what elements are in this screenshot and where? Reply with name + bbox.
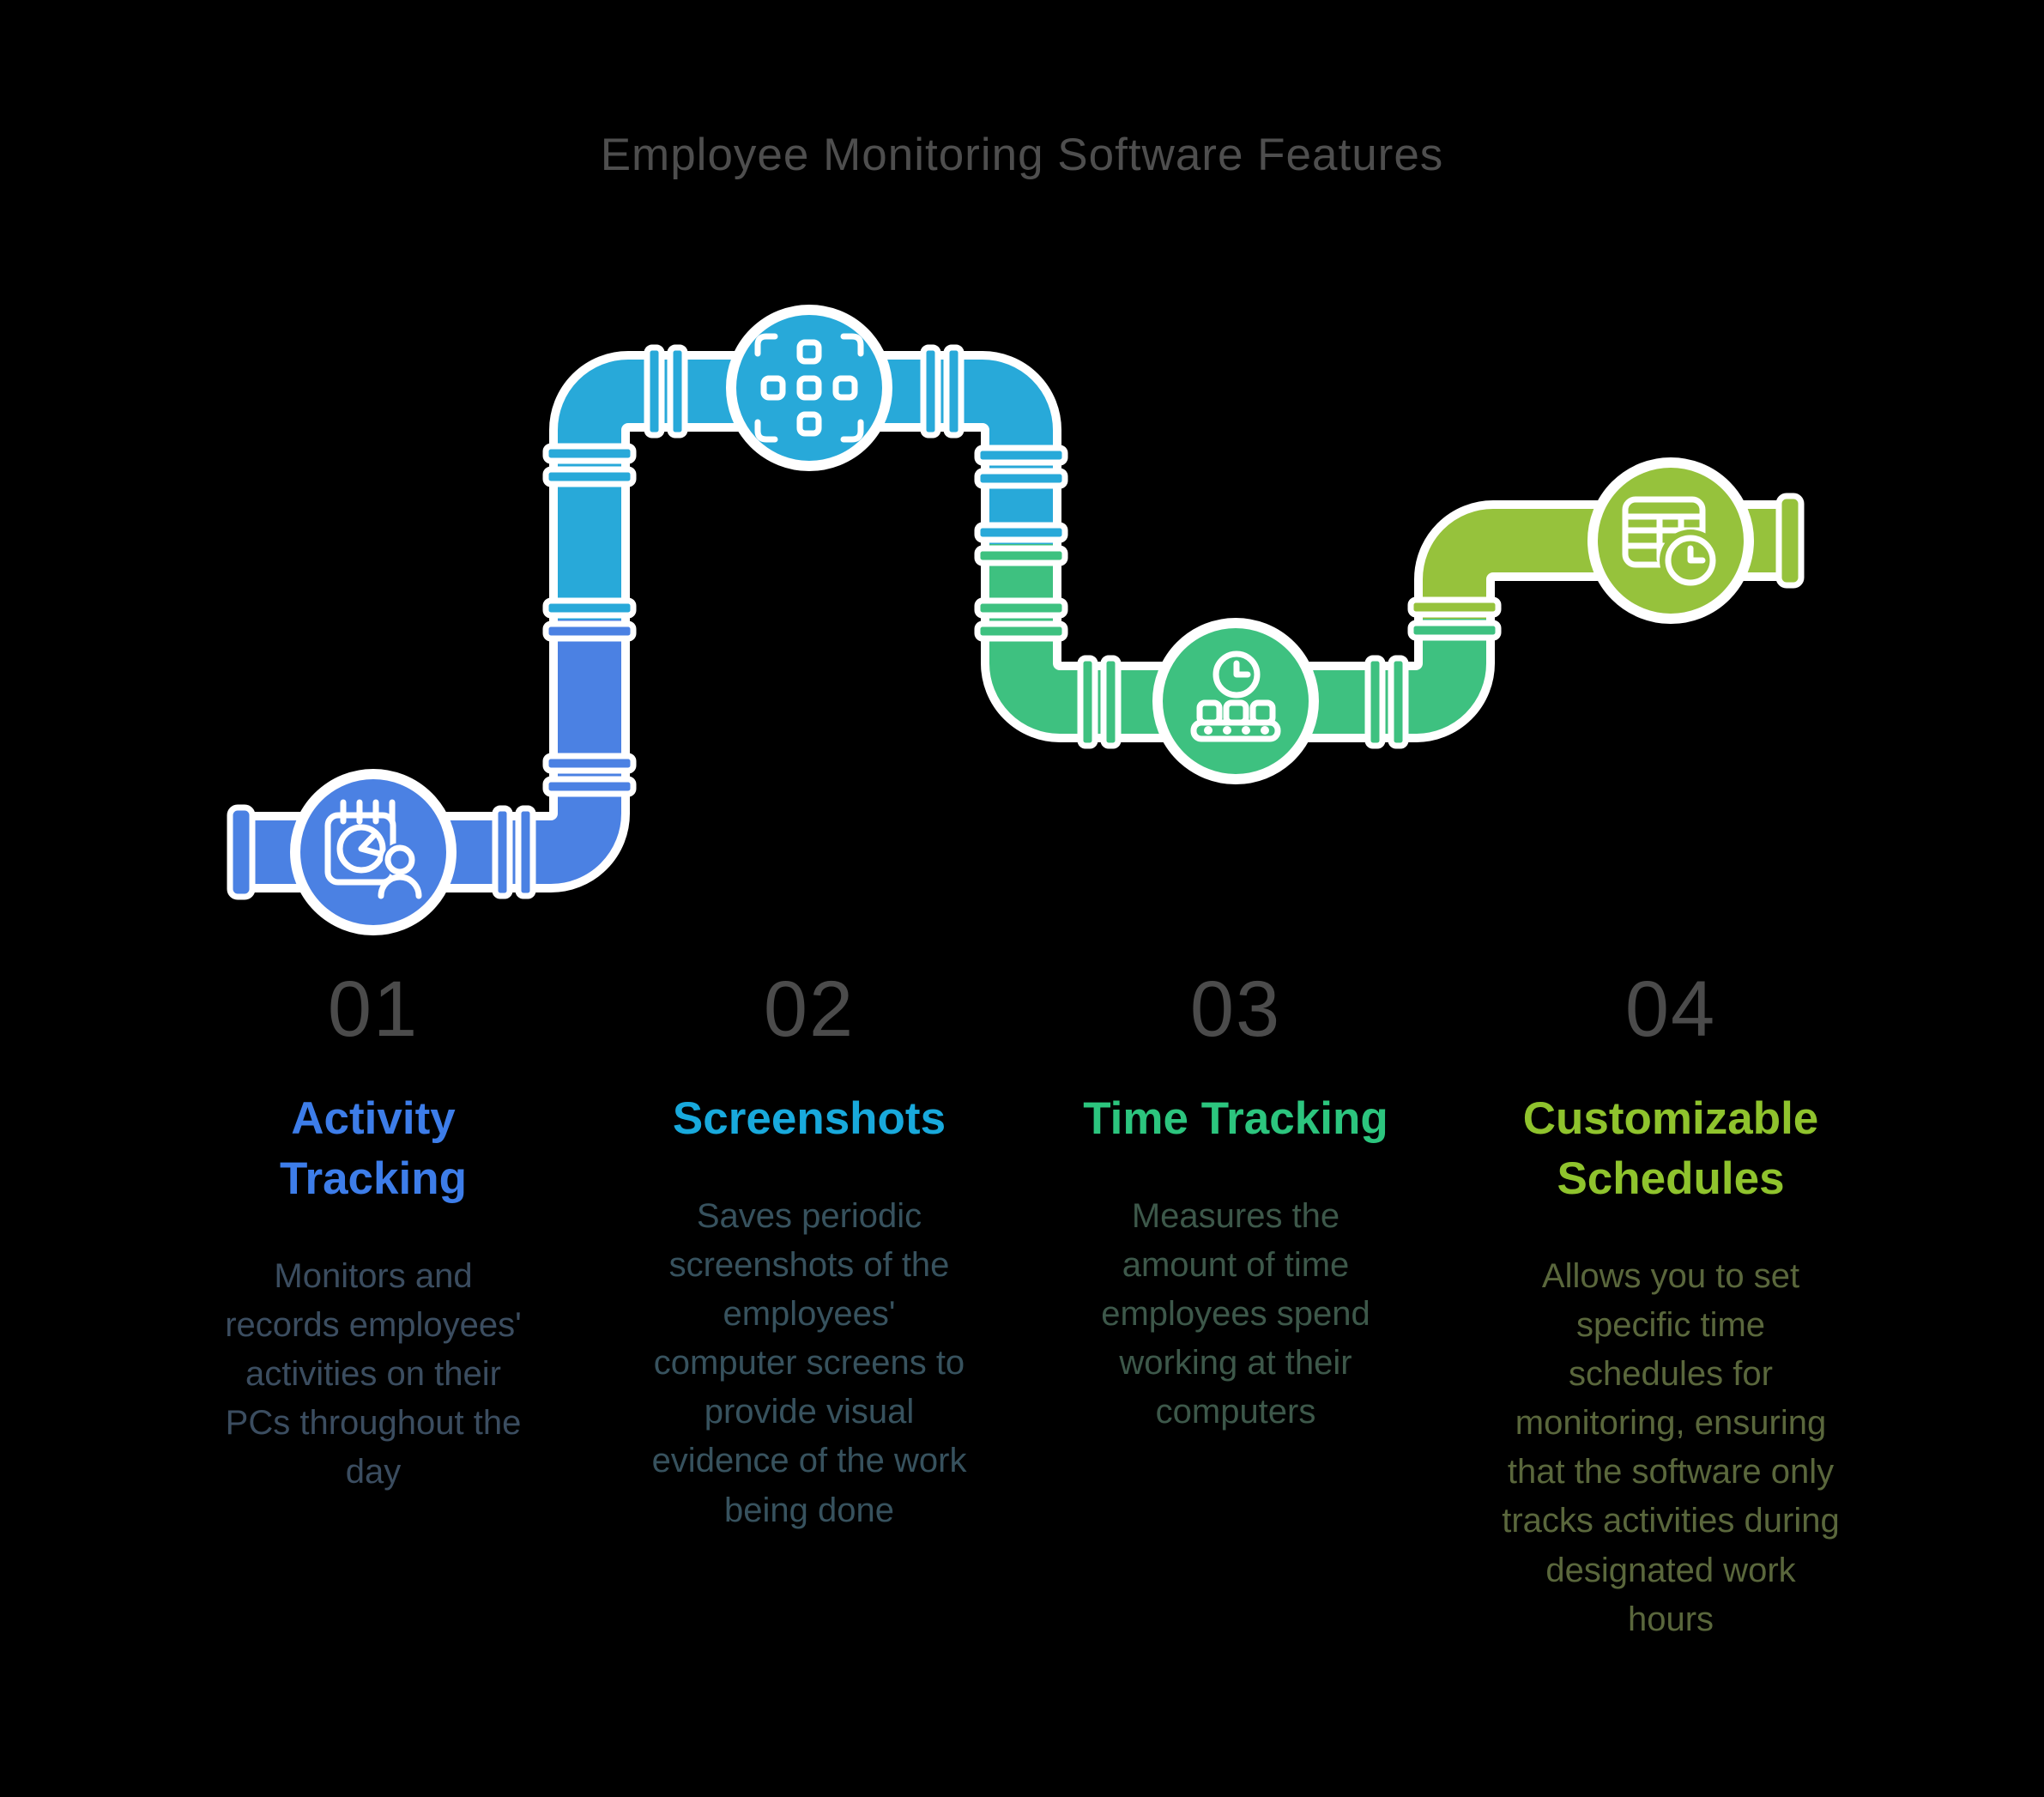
feature-description: Measures the amount of time employees sp…: [1101, 1196, 1370, 1431]
feature-heading: Time Tracking: [1083, 1092, 1388, 1144]
pipe-coupling: [1364, 655, 1409, 749]
clock-conveyor-icon: [1190, 650, 1281, 742]
screenshot-capture-icon: [754, 333, 864, 443]
node-customizable-schedules: [1587, 457, 1754, 624]
page-title: Employee Monitoring Software Features: [600, 130, 1444, 180]
pipe-coupling: [542, 443, 637, 487]
pipe-coupling: [542, 753, 637, 797]
node-activity-tracking: [290, 769, 457, 935]
feature-description: Saves periodic screenshots of the employ…: [651, 1196, 967, 1529]
feature-heading: Customizable Schedules: [1522, 1092, 1819, 1204]
feature-column-1: 01 Activity Tracking Monitors and record…: [176, 968, 571, 1497]
pipe-coupling: [644, 344, 688, 439]
pipe-segment-lime: [1423, 509, 1789, 619]
pipe-end-cap-right: [1775, 493, 1805, 589]
node-time-tracking: [1152, 618, 1319, 784]
feature-description: Monitors and records employees' activiti…: [225, 1256, 522, 1491]
step-number: 01: [327, 965, 420, 1053]
feature-column-2: 02 Screenshots Saves periodic screenshot…: [612, 968, 1007, 1535]
pipe-segment-blue: [245, 620, 621, 884]
pipe-coupling: [492, 805, 536, 899]
node-circle: [726, 305, 892, 471]
pipe-coupling: [974, 597, 1068, 642]
node-screenshots: [726, 305, 892, 471]
feature-description: Allows you to set specific time schedule…: [1502, 1256, 1840, 1638]
pipe-coupling: [974, 445, 1068, 489]
schedule-table-clock-icon: [1622, 496, 1721, 591]
step-number: 04: [1624, 965, 1717, 1053]
pipe-coupling: [920, 344, 965, 439]
pipe-coupling-transition: [974, 522, 1068, 566]
pipe-end-cap-left: [227, 804, 256, 900]
pipe-coupling: [1077, 655, 1122, 749]
feature-column-4: 04 Customizable Schedules Allows you to …: [1473, 968, 1868, 1644]
step-number: 03: [1189, 965, 1282, 1053]
step-number: 02: [763, 965, 856, 1053]
feature-heading: Activity Tracking: [280, 1092, 467, 1204]
pipe-coupling-transition: [542, 597, 637, 642]
calendar-report-user-icon: [324, 799, 425, 902]
feature-heading: Screenshots: [672, 1092, 946, 1144]
pipe-coupling-transition: [1407, 596, 1502, 641]
feature-column-3: 03 Time Tracking Measures the amount of …: [1038, 968, 1433, 1437]
